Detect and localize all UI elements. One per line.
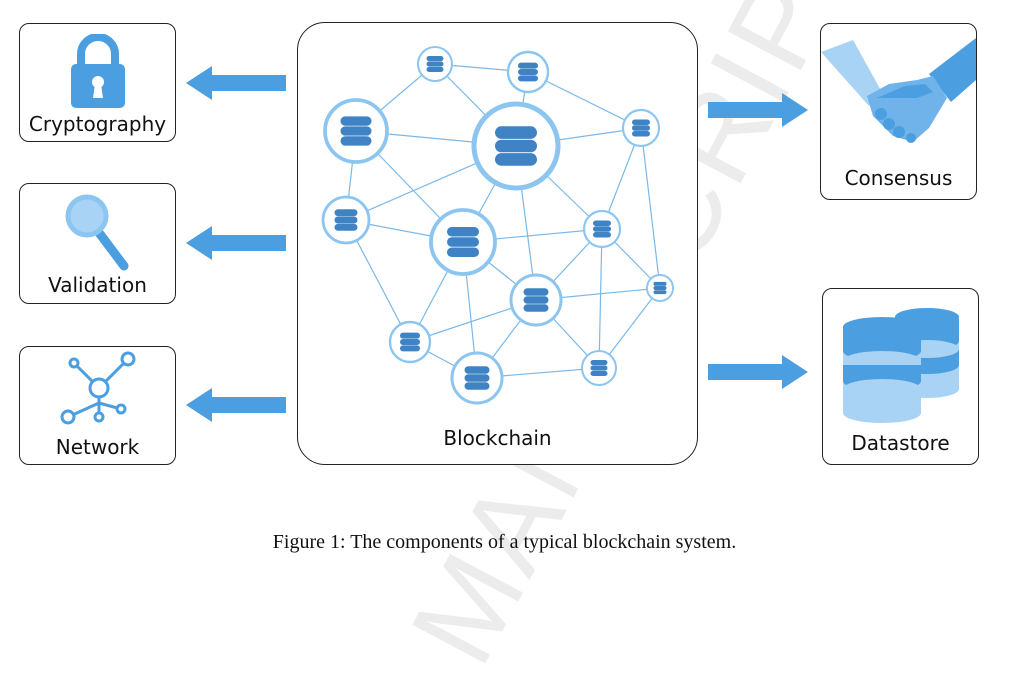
network-link	[640, 127, 661, 289]
validation-label: Validation	[48, 273, 147, 297]
database-node-icon	[506, 50, 550, 94]
blockchain-box: Blockchain	[297, 22, 698, 465]
network-icon	[60, 351, 136, 425]
network-label: Network	[55, 435, 140, 459]
blockchain-network-graph	[321, 45, 674, 405]
database-node-icon	[509, 273, 563, 327]
cryptography-label: Cryptography	[28, 112, 167, 136]
consensus-box: Consensus	[820, 23, 977, 200]
database-node-icon	[321, 195, 371, 245]
database-node-icon	[450, 351, 504, 405]
padlock-icon	[71, 34, 125, 108]
arrow-to-datastore	[708, 355, 808, 389]
database-icon	[843, 308, 959, 423]
network-box: Network	[19, 346, 176, 465]
database-node-icon	[580, 349, 618, 387]
database-node-icon	[323, 98, 389, 164]
arrow-to-network	[186, 388, 286, 422]
database-node-icon	[621, 108, 661, 148]
consensus-label: Consensus	[844, 166, 953, 190]
handshake-icon	[821, 38, 976, 143]
arrow-to-cryptography	[186, 66, 286, 100]
validation-box: Validation	[19, 183, 176, 304]
database-node-icon	[582, 209, 622, 249]
cryptography-box: Cryptography	[19, 23, 176, 142]
blockchain-label: Blockchain	[443, 426, 552, 450]
database-node-icon	[416, 45, 454, 83]
datastore-box: Datastore	[822, 288, 979, 465]
arrow-to-validation	[186, 226, 286, 260]
magnifier-icon	[65, 194, 129, 271]
datastore-label: Datastore	[851, 431, 950, 455]
database-node-icon	[471, 101, 561, 191]
database-node-icon	[429, 208, 497, 276]
network-link	[598, 228, 603, 369]
database-node-icon	[646, 274, 674, 302]
figure-caption: Figure 1: The components of a typical bl…	[272, 531, 737, 553]
database-node-icon	[388, 320, 432, 364]
arrow-to-consensus	[708, 93, 808, 127]
